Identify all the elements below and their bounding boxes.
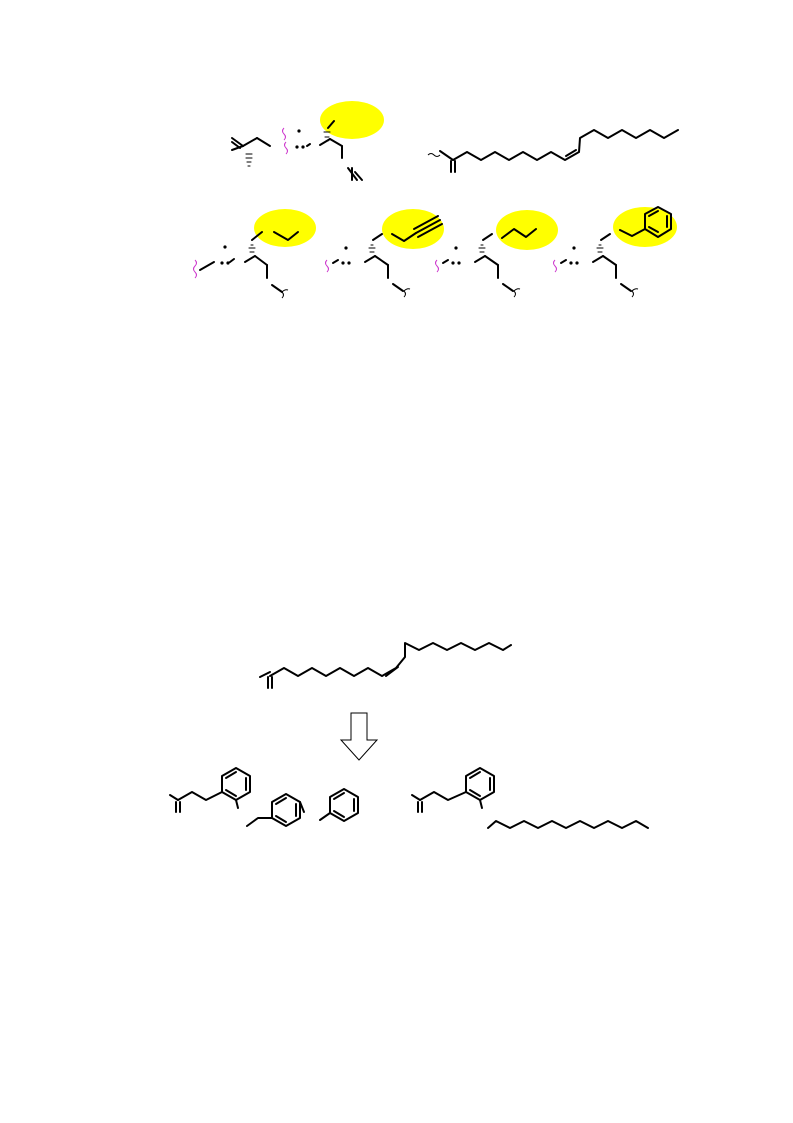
wavy-attachment-icon (193, 259, 197, 279)
wavy-attachment-icon (513, 288, 521, 298)
oleoyl-chain-start (259, 642, 512, 689)
hashed-bond (478, 244, 486, 253)
aryl-analogue-1 (169, 767, 359, 827)
oleoyl-chain (427, 129, 679, 173)
propyl-variant (193, 209, 316, 299)
modified-lipid-core (282, 101, 384, 181)
wavy-attachment-icon (553, 259, 557, 273)
wavy-attachment-icon (435, 259, 439, 273)
hashed-bond (596, 244, 604, 253)
hashed-bond (368, 244, 376, 253)
highlight-region (496, 210, 558, 250)
benzyl-variant (553, 206, 677, 298)
wavy-attachment-icon (325, 259, 329, 273)
hashed-bond (245, 153, 253, 167)
benzene-ring (644, 206, 672, 238)
wavy-attachment-icon (631, 288, 639, 298)
butyl-variant (435, 210, 558, 298)
aryl-analogue-2 (411, 767, 649, 829)
benzene-ring (329, 788, 359, 822)
wavy-attachment-icon (281, 289, 289, 299)
wavy-attachment-icon (403, 288, 411, 298)
hashed-bond (323, 131, 331, 142)
wavy-attachment-icon (282, 127, 288, 155)
highlight-region (320, 101, 384, 139)
down-arrow-icon (339, 712, 379, 761)
highlight-region (254, 209, 316, 247)
hashed-bond (248, 244, 256, 253)
wavy-attachment-icon (427, 153, 441, 157)
propargyl-variant (325, 209, 444, 298)
amide-fragment (231, 137, 271, 167)
